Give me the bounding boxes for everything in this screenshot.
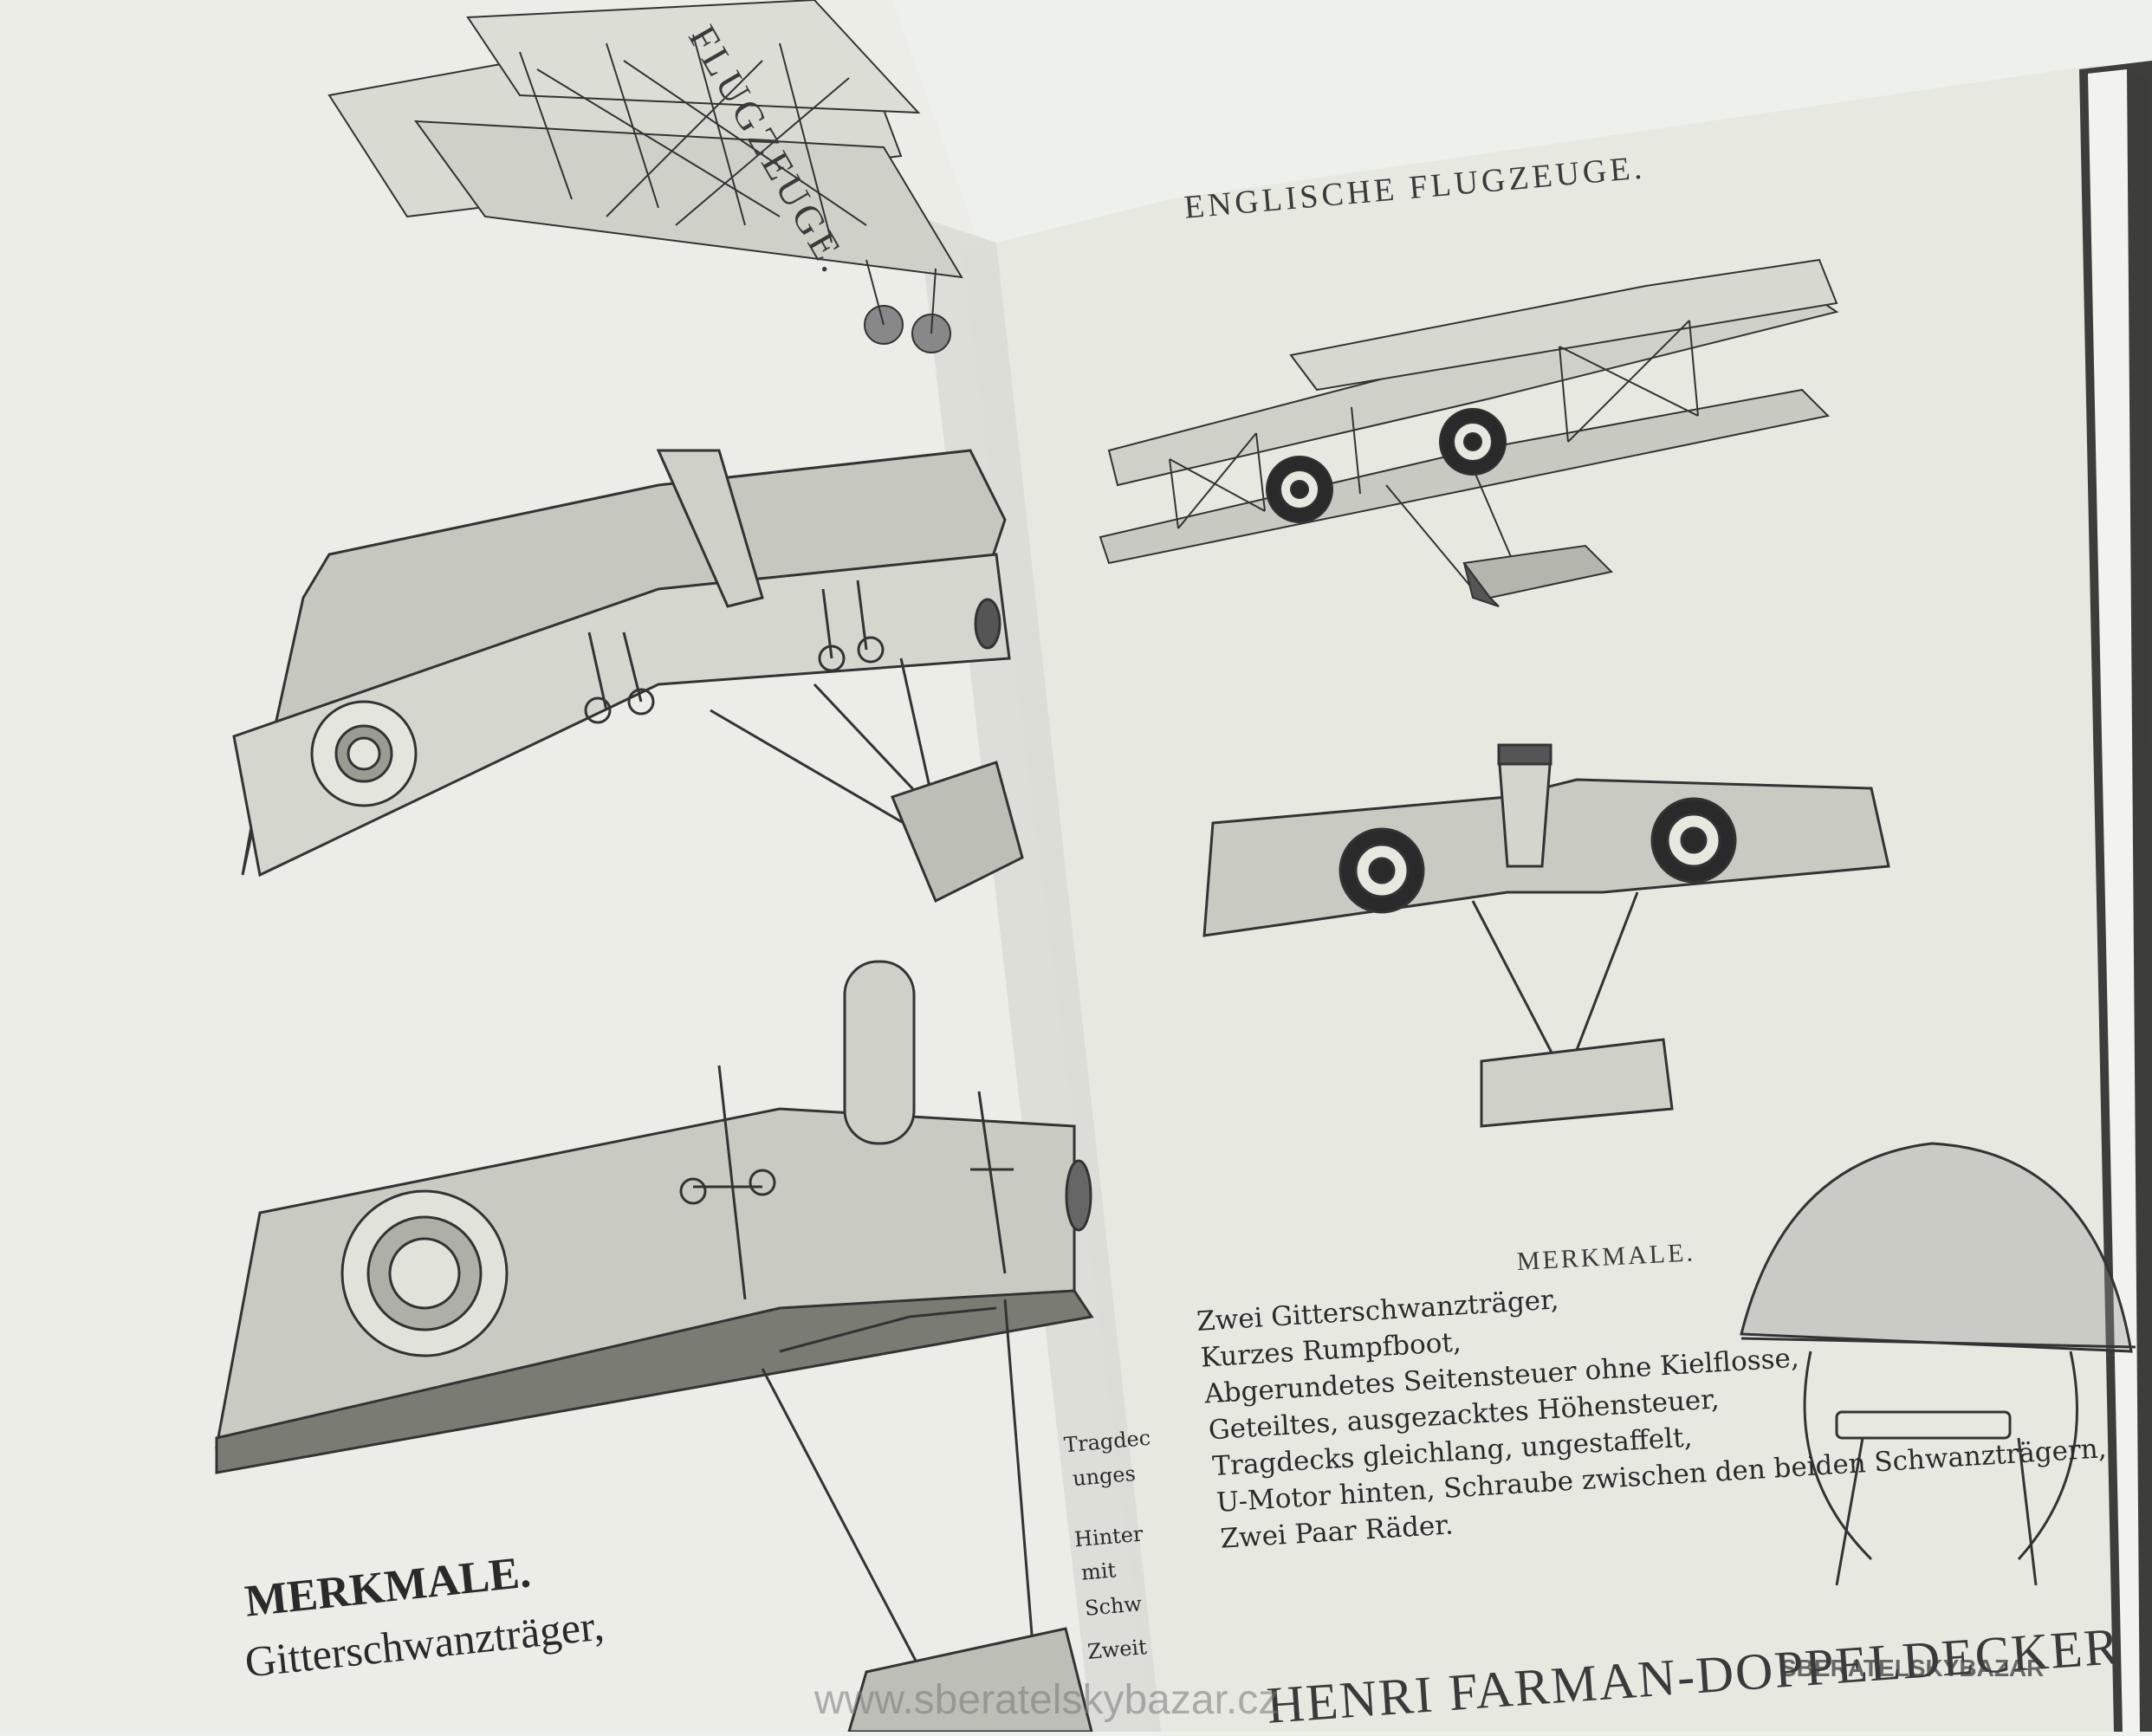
right-top-biplane — [1099, 258, 1839, 607]
right-feature-list: Zwei Gitterschwanzträger, Kurzes Rumpfbo… — [1196, 1249, 2107, 1558]
left-top-biplane — [327, 0, 963, 353]
center-watermark: www.sberatelskybazar.cz — [814, 1677, 1280, 1723]
left-margin-fragment: mit — [1079, 1558, 1118, 1585]
left-lower-wing — [215, 960, 1094, 1732]
page-stack — [2088, 69, 2140, 1732]
corner-watermark: SBERATELSKYBAZAR — [1780, 1655, 2045, 1681]
right-topview-plane — [1202, 743, 1890, 1128]
right-page — [962, 65, 2152, 1732]
left-margin-fragment: Zweit — [1086, 1635, 1148, 1664]
left-middle-biplane — [232, 449, 1024, 904]
left-margin-fragment: Schw — [1083, 1591, 1143, 1621]
helmet-soldier-logo — [1740, 1142, 2136, 1586]
